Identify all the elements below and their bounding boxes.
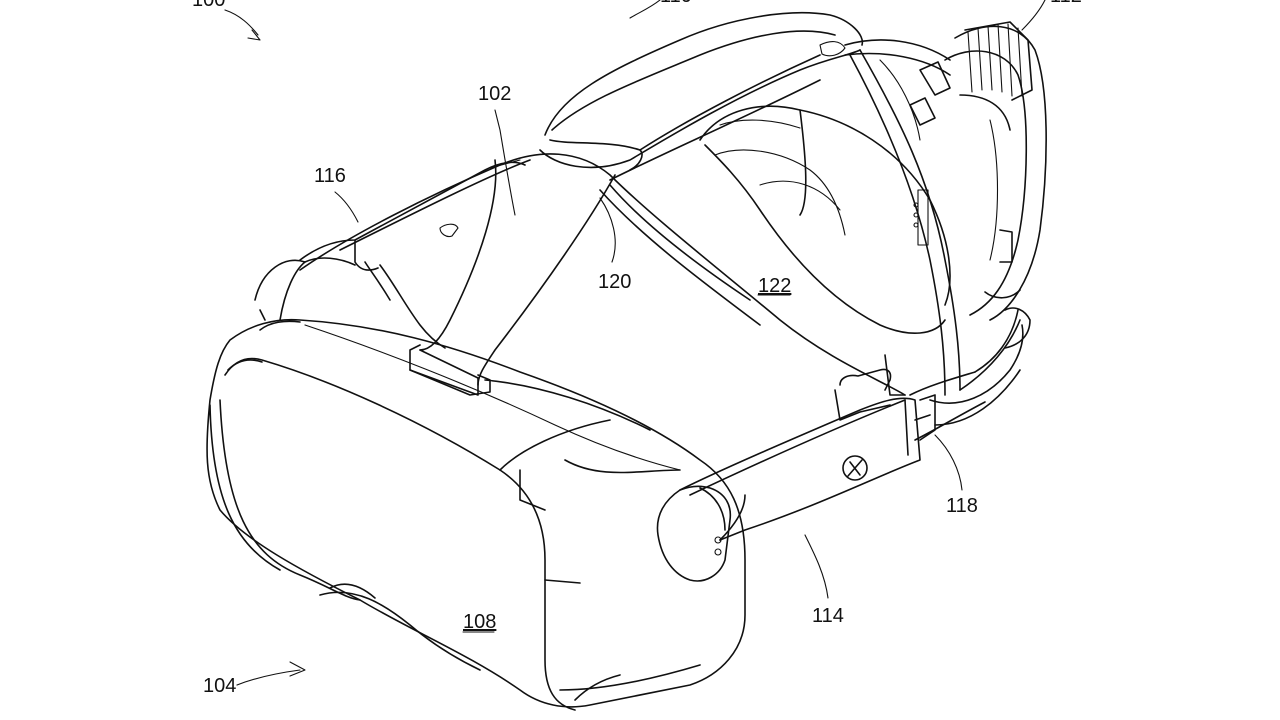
reference-labels: 100 102 116 120 122 118 114 108 104 112 … [192,0,1082,697]
leader-lines [224,0,1046,686]
label-headset: 104 [203,675,236,697]
rear-arm [929,307,1031,426]
label-knob: 112 [1050,0,1082,7]
face-interface [699,105,951,335]
headset-body [254,153,906,431]
label-front-face: 108 [463,611,496,633]
label-left-side: 116 [314,165,346,187]
label-rear-arm: 118 [946,495,978,517]
side-loop-strap [849,49,961,396]
label-top-pad: 110 [660,0,692,7]
label-right-band: 114 [812,605,844,627]
label-strap-seam: 120 [598,271,631,293]
label-face-interface: 122 [758,275,791,297]
front-strap [364,159,616,396]
side-band [679,354,986,541]
label-fig-ref: 100 [192,0,225,11]
label-strap-top: 102 [478,83,511,105]
rear-knob-assembly [944,21,1047,321]
overhead-strap [539,12,951,181]
end-cap [656,485,732,582]
front-visor [206,318,746,711]
